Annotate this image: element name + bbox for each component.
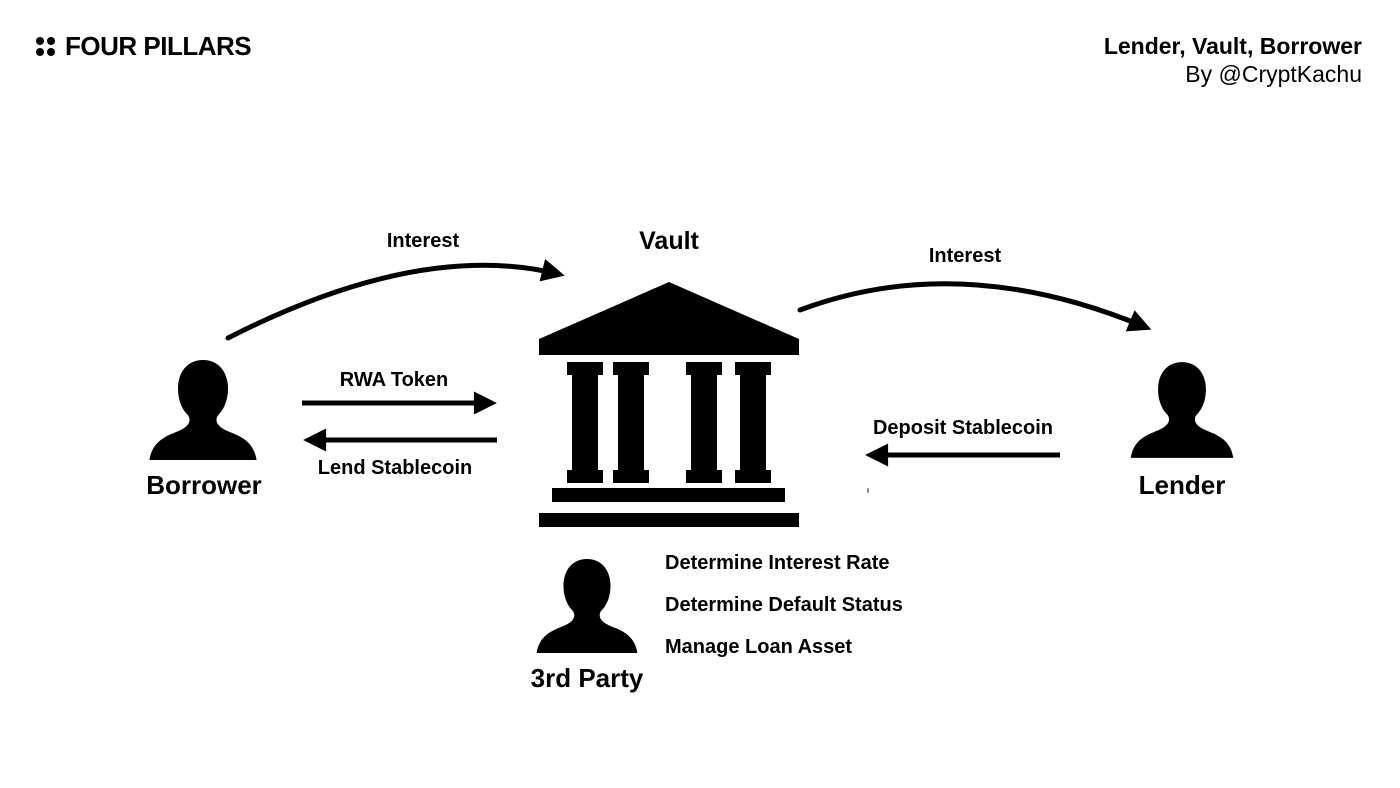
lend-stablecoin-label: Lend Stablecoin [317, 457, 473, 479]
lender-node-label: Lender [1138, 470, 1226, 500]
brand-name: FOUR PILLARS [65, 31, 252, 61]
brand: FOUR PILLARS [36, 31, 252, 61]
diagram-title: Lender, Vault, Borrower [1103, 33, 1362, 59]
task-manage-loan-asset: Manage Loan Asset [665, 636, 853, 658]
lender-person-icon [1125, 360, 1239, 460]
bank-vault-icon [539, 282, 799, 527]
third-party-node-label: 3rd Party [530, 663, 644, 693]
rwa-token-label: RWA Token [339, 369, 449, 391]
third-party-person-icon [531, 556, 643, 656]
diagram-byline: By @CryptKachu [1185, 61, 1362, 87]
interest-arrow-borrower-to-vault [225, 258, 565, 341]
four-dots-icon [36, 36, 55, 56]
vault-node-label: Vault [639, 227, 699, 255]
borrower-person-icon [143, 360, 263, 460]
interest-right-label: Interest [928, 245, 1002, 267]
stray-mark [867, 488, 869, 493]
borrower-node-label: Borrower [146, 470, 262, 500]
task-determine-interest-rate: Determine Interest Rate [665, 552, 890, 574]
deposit-stablecoin-label: Deposit Stablecoin [872, 417, 1054, 439]
interest-arrow-vault-to-lender [797, 281, 1152, 332]
task-determine-default-status: Determine Default Status [665, 594, 903, 616]
header-right: Lender, Vault, Borrower By @CryptKachu [1104, 32, 1362, 88]
interest-left-label: Interest [386, 230, 460, 252]
